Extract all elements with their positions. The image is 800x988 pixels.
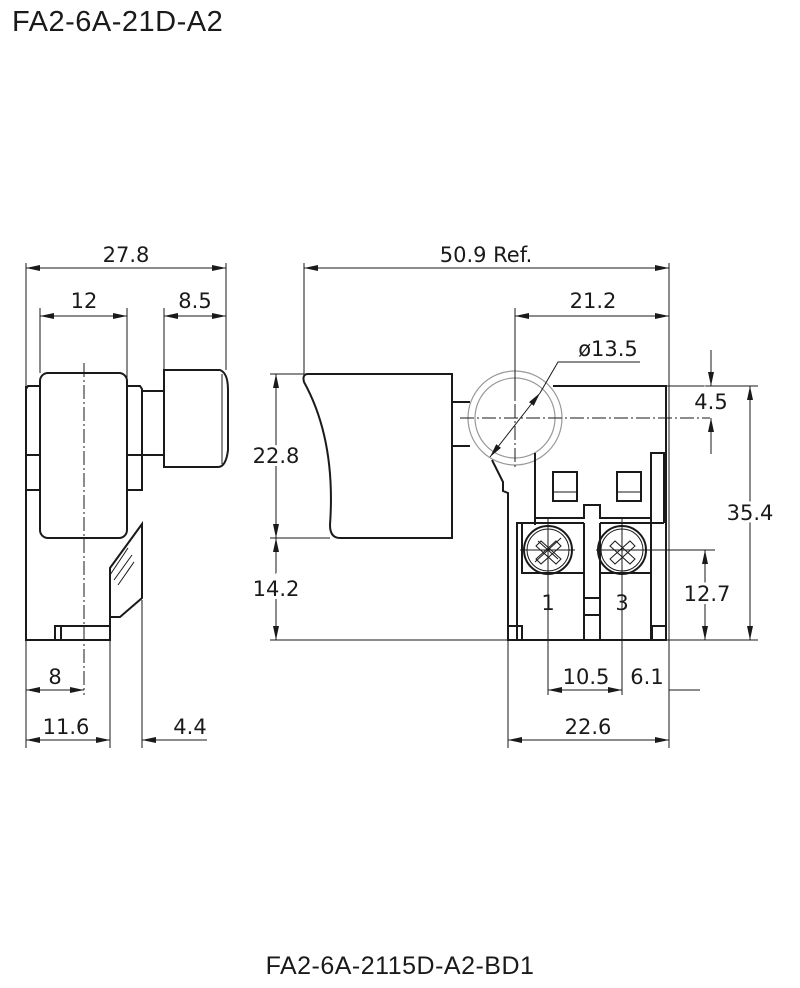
dim-10-5: 10.5	[563, 665, 610, 689]
dim-diameter-13-5: ø13.5	[578, 337, 638, 361]
dim-4-5: 4.5	[694, 390, 727, 414]
trigger-shaft	[452, 401, 470, 447]
dim-27-8: 27.8	[103, 243, 150, 267]
dim-22-6: 22.6	[565, 715, 612, 739]
dim-8-5: 8.5	[178, 289, 211, 313]
dim-12-7: 12.7	[684, 582, 731, 606]
dim-22-8: 22.8	[253, 444, 300, 468]
dim-8: 8	[48, 665, 61, 689]
terminal-window-1	[552, 471, 578, 502]
dim-6-1: 6.1	[630, 665, 663, 689]
dim-14-2: 14.2	[253, 577, 300, 601]
dim-11-6: 11.6	[43, 715, 90, 739]
side-shaft	[142, 390, 164, 456]
model-code: FA2-6A-2115D-A2-BD1	[265, 952, 535, 980]
dim-4-4: 4.4	[173, 715, 206, 739]
foot-right	[651, 625, 667, 641]
side-tabs	[25, 385, 143, 491]
dim-50-9-ref: 50.9 Ref.	[440, 243, 533, 267]
dim-12: 12	[71, 289, 98, 313]
terminal-window-3	[616, 471, 642, 502]
dim-35-4: 35.4	[727, 501, 774, 525]
drawing-title: FA2-6A-21D-A2	[12, 6, 224, 38]
front-view: 1 3 50.9 Ref. 21.2 ø13.5 22.8 14.2 4.5 3…	[250, 243, 776, 748]
side-view: 27.8 12 8.5 8 11.6 4.4	[25, 243, 229, 748]
foot-left	[507, 625, 523, 641]
housing-outline	[491, 385, 667, 641]
trigger	[302, 373, 453, 539]
trigger-knob	[163, 369, 229, 468]
dim-21-2: 21.2	[570, 289, 617, 313]
side-foot	[54, 625, 110, 640]
